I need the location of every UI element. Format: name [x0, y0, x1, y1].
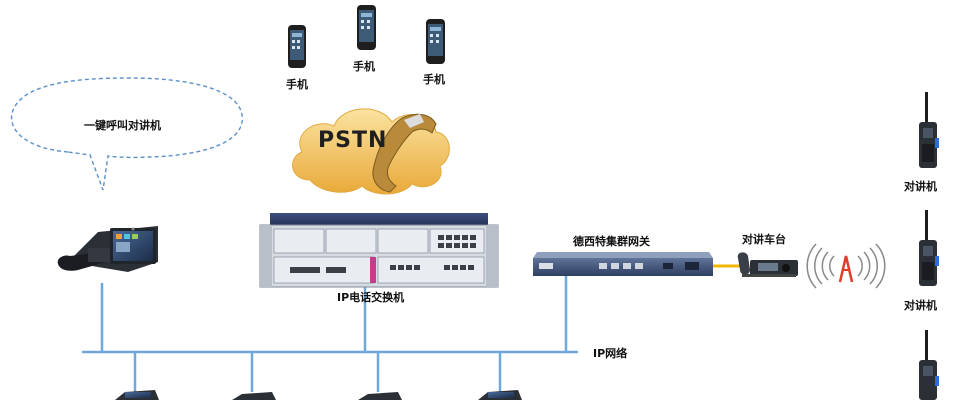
mobile-radio-label: 对讲车台 — [742, 233, 786, 246]
pstn-label: PSTN — [318, 128, 388, 153]
walkie-talkie-icon — [919, 92, 939, 168]
desk-phone-icon — [478, 390, 522, 400]
pstn-cloud-icon — [292, 108, 450, 195]
ip-network-lines — [82, 276, 578, 392]
desk-phone-icon — [358, 392, 402, 400]
phone-label-2: 手机 — [353, 60, 375, 73]
smartphone-icon — [426, 19, 445, 64]
callout-label: 一键呼叫对讲机 — [84, 119, 161, 132]
gateway-label: 德西特集群网关 — [573, 235, 650, 248]
radio-label-1: 对讲机 — [904, 180, 937, 193]
ip-network-label: IP网络 — [593, 347, 628, 360]
gateway-icon — [533, 252, 713, 276]
mobile-radio-icon — [737, 252, 798, 277]
ip-pbx-label: IP电话交换机 — [337, 291, 405, 304]
desk-phone-icon — [232, 392, 276, 400]
desk-phone-icon — [57, 226, 158, 272]
smartphone-icon — [357, 5, 376, 50]
pbx-server-icon — [259, 213, 499, 288]
smartphone-icon — [288, 25, 306, 68]
desk-phone-icon — [115, 390, 159, 400]
walkie-talkie-icon — [919, 210, 939, 286]
radio-label-2: 对讲机 — [904, 299, 937, 312]
antenna-icon — [806, 243, 886, 289]
callout-bubble — [10, 77, 243, 191]
phone-label-3: 手机 — [423, 73, 445, 86]
phone-label-1: 手机 — [286, 78, 308, 91]
walkie-talkie-icon — [919, 330, 939, 400]
